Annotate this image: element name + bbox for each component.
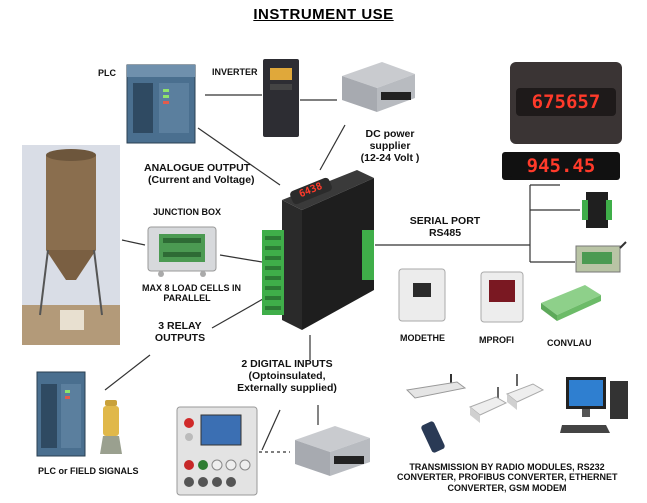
dc-power-supply-image — [337, 58, 417, 116]
digital-inputs-label-line2: (Optoinsulated, — [248, 370, 326, 383]
dc-power-label-line2: supplier — [369, 140, 411, 153]
convlau-image — [535, 275, 605, 325]
gsm-phone-image — [420, 418, 446, 454]
inverter-image — [262, 58, 300, 138]
transmission-label-line3: CONVERTER, GSM MODEM — [447, 482, 567, 493]
relay-outputs-label-line1: 3 RELAY — [158, 320, 202, 332]
radio-module-image — [572, 240, 628, 278]
digital-inputs-label: 2 DIGITAL INPUTS (Optoinsulated, Externa… — [232, 358, 342, 394]
wire-plc-instrument — [197, 127, 281, 186]
transmission-label-line1: TRANSMISSION BY RADIO MODULES, RS232 — [409, 462, 605, 472]
plc-label: PLC — [98, 68, 116, 78]
load-cells-label: MAX 8 LOAD CELLS IN PARALLEL — [142, 283, 242, 304]
dc-power-label-line3: (12-24 Volt ) — [360, 152, 420, 165]
silo-image — [22, 145, 120, 345]
junction-box-image — [145, 222, 220, 277]
junction-box-label: JUNCTION BOX — [153, 207, 222, 217]
serial-port-label-line2: RS485 — [428, 227, 462, 240]
small-display-value: 945.45 — [508, 155, 614, 177]
small-display: 945.45 — [502, 152, 620, 180]
serial-port-label-line1: SERIAL PORT — [409, 215, 481, 227]
wire-silo-jbox — [121, 239, 146, 246]
radio-transmitter-1-image — [468, 385, 508, 427]
digital-inputs-label-line1: 2 DIGITAL INPUTS — [241, 358, 333, 370]
operator-panel-image — [175, 405, 259, 497]
serial-port-label: SERIAL PORT RS485 — [405, 215, 485, 239]
relay-outputs-label: 3 RELAY OUTPUTS — [148, 320, 212, 344]
transmission-label: TRANSMISSION BY RADIO MODULES, RS232 CON… — [397, 462, 618, 493]
modethe-image — [395, 265, 450, 325]
large-display-value: 675657 — [516, 88, 616, 116]
inverter-label: INVERTER — [212, 67, 258, 77]
radio-transmitter-2-image — [505, 372, 545, 414]
load-cells-label-line2: PARALLEL — [163, 293, 211, 304]
load-cells-label-line1: MAX 8 LOAD CELLS IN — [142, 283, 242, 293]
page-title: INSTRUMENT USE — [253, 6, 394, 23]
dc-power-label-line1: DC power — [365, 128, 415, 140]
mprofi-label: MPROFI — [479, 335, 514, 345]
dc-power-supply-bottom-image — [290, 420, 372, 480]
analogue-output-label-line1: ANALOGUE OUTPUT — [144, 162, 251, 174]
analogue-output-label: ANALOGUE OUTPUT (Current and Voltage) — [144, 162, 255, 186]
field-plc-image — [35, 370, 87, 458]
instrument-device: 6438 — [262, 170, 374, 335]
dc-power-label: DC power supplier (12-24 Volt ) — [355, 128, 425, 164]
wire-relay-instrument — [211, 294, 271, 329]
mprofi-image — [477, 268, 527, 326]
modethe-label: MODETHE — [400, 333, 445, 343]
transmission-label-line2: CONVERTER, PROFIBUS CONVERTER, ETHERNET — [397, 472, 618, 483]
digital-inputs-label-line3: Externally supplied) — [237, 382, 337, 395]
large-display: 675657 — [510, 62, 622, 144]
rail-module-image — [582, 190, 614, 230]
wire-relay-plc — [104, 354, 151, 391]
router-image — [405, 372, 467, 402]
wire-jbox-instrument — [219, 254, 263, 263]
plc-image — [125, 63, 197, 145]
convlau-label: CONVLAU — [547, 338, 592, 348]
wire-psu-instrument — [319, 124, 346, 171]
beacon-lamp-image — [98, 398, 124, 458]
analogue-output-label-line2: (Current and Voltage) — [148, 174, 255, 187]
plc-field-signals-label: PLC or FIELD SIGNALS — [38, 466, 139, 476]
relay-outputs-label-line2: OUTPUTS — [154, 332, 206, 345]
computer-image — [560, 375, 632, 435]
wire-digital-panel — [261, 409, 281, 451]
